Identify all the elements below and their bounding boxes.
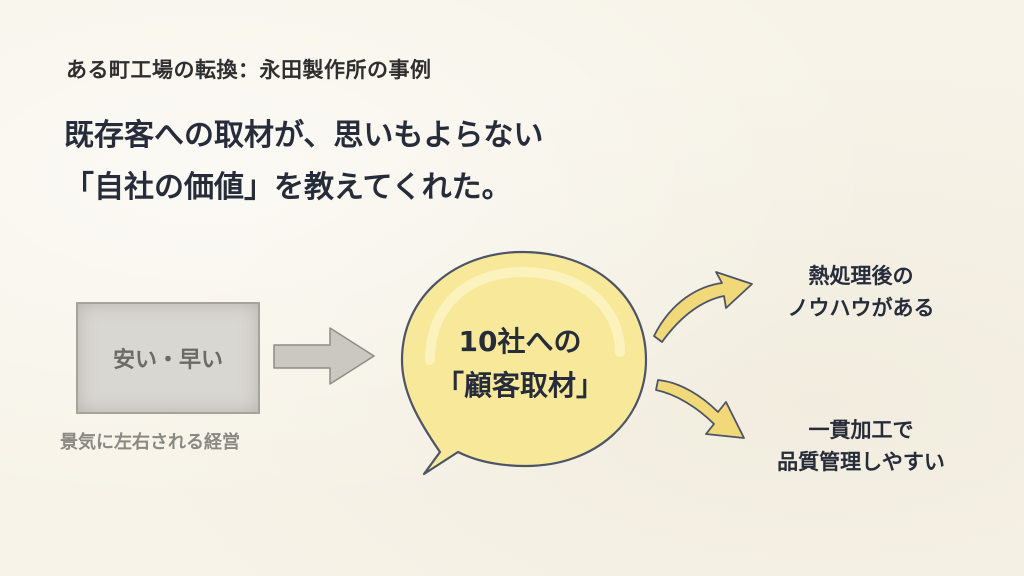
outcome-2-line-1: 一貫加工で [808,418,914,442]
outcome-1-line-1: 熱処理後の [808,264,914,288]
bubble-line-2: 「顧客取材」 [435,369,604,402]
previous-strategy-caption: 景気に左右される経営 [60,432,240,453]
gray-arrow [273,327,375,385]
outcome-1: 熱処理後の ノウハウがある [756,260,966,324]
headline-line-1: 既存客への取材が、思いもよらない [64,118,544,153]
outcome-2: 一貫加工で 品質管理しやすい [756,414,966,478]
previous-strategy-label: 安い・早い [112,348,223,373]
speech-bubble [400,250,648,476]
previous-strategy-box: 安い・早い [76,302,260,414]
outcome-1-line-2: ノウハウがある [787,296,935,320]
arrow-to-outcome-2 [655,379,745,439]
headline-line-2: 「自社の価値」を教えてくれた。 [64,170,512,205]
headline: 既存客への取材が、思いもよらない 「自社の価値」を教えてくれた。 [64,110,543,214]
arrow-to-outcome-1 [653,271,753,343]
bubble-line-1: 10社への [458,325,582,358]
bubble-text: 10社への 「顧客取材」 [410,320,630,408]
outcome-2-line-2: 品質管理しやすい [777,450,945,474]
slide-label: ある町工場の転換：永田製作所の事例 [66,58,432,82]
